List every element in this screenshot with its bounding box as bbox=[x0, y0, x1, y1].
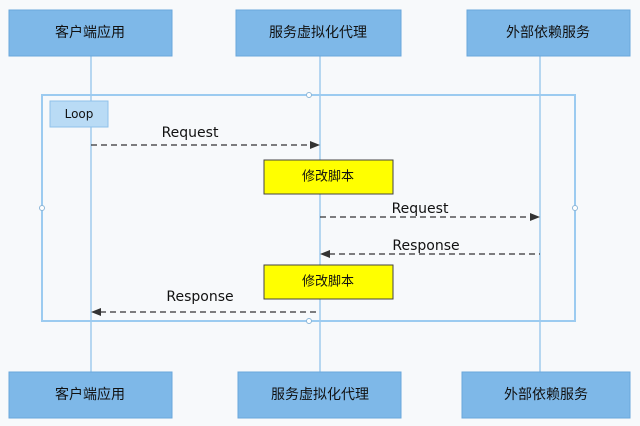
participant-external-service-bottom[interactable]: 外部依赖服务 bbox=[461, 371, 631, 419]
note-2-box bbox=[263, 264, 394, 300]
message-3-arrowhead bbox=[320, 250, 330, 258]
participant-virtual-proxy-top-box bbox=[235, 9, 402, 57]
note-1: 修改脚本 bbox=[263, 159, 394, 195]
participant-virtual-proxy-bottom-label: 服务虚拟化代理 bbox=[271, 387, 369, 403]
note-2: 修改脚本 bbox=[263, 264, 394, 300]
frame-handle-right[interactable] bbox=[572, 205, 578, 211]
note-2-label: 修改脚本 bbox=[302, 274, 354, 290]
participant-client-top-box bbox=[8, 9, 173, 57]
message-2-arrowhead bbox=[530, 213, 540, 221]
loop-tag-label: Loop bbox=[65, 107, 94, 121]
participant-external-service-bottom-label: 外部依赖服务 bbox=[504, 387, 588, 403]
participant-client-bottom-box bbox=[8, 371, 173, 419]
message-1-arrowhead bbox=[310, 141, 320, 149]
note-1-box bbox=[263, 159, 394, 195]
message-3-label: Response bbox=[392, 238, 459, 254]
participant-external-service-top-label: 外部依赖服务 bbox=[506, 25, 590, 41]
participant-virtual-proxy-top-label: 服务虚拟化代理 bbox=[269, 25, 367, 41]
participant-external-service-bottom-box bbox=[461, 371, 631, 419]
participant-client-top[interactable]: 客户端应用 bbox=[8, 9, 173, 57]
participant-client-bottom[interactable]: 客户端应用 bbox=[8, 371, 173, 419]
participant-client-bottom-label: 客户端应用 bbox=[55, 386, 125, 403]
participant-external-service-top[interactable]: 外部依赖服务 bbox=[466, 9, 631, 57]
message-2: Request bbox=[320, 201, 540, 221]
participant-external-service-top-box bbox=[466, 9, 631, 57]
note-1-label: 修改脚本 bbox=[302, 169, 354, 185]
frame-handle-left[interactable] bbox=[39, 205, 45, 211]
participant-virtual-proxy-top[interactable]: 服务虚拟化代理 bbox=[235, 9, 402, 57]
message-1-label: Request bbox=[162, 125, 219, 141]
frame-handle-bottom[interactable] bbox=[306, 318, 312, 324]
participant-virtual-proxy-bottom[interactable]: 服务虚拟化代理 bbox=[237, 371, 402, 419]
frame-handle-top[interactable] bbox=[306, 92, 312, 98]
message-4: Response bbox=[91, 289, 320, 316]
message-2-label: Request bbox=[392, 201, 449, 217]
participant-client-top-label: 客户端应用 bbox=[55, 24, 125, 41]
message-3: Response bbox=[320, 238, 540, 258]
participant-virtual-proxy-bottom-box bbox=[237, 371, 402, 419]
loop-tag-box bbox=[49, 100, 109, 128]
message-4-arrowhead bbox=[91, 308, 101, 316]
message-4-label: Response bbox=[166, 289, 233, 305]
message-1: Request bbox=[91, 125, 320, 149]
loop-tag: Loop bbox=[49, 100, 109, 128]
